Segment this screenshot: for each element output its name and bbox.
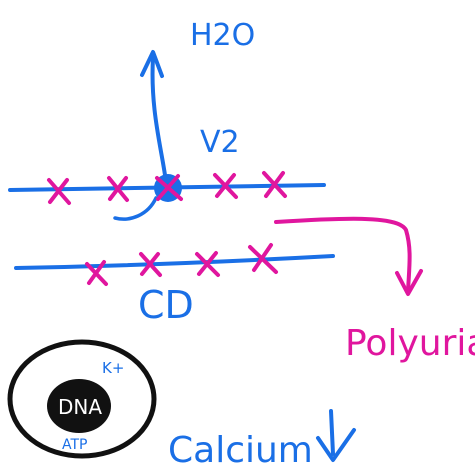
water-arrow-shaft: [153, 58, 166, 182]
calcium-down-arrow-shaft: [331, 411, 333, 454]
receptor-hook: [115, 198, 156, 219]
x-mark: [49, 180, 69, 203]
calcium-down-arrow-head: [318, 430, 354, 460]
calcium-label: Calcium: [168, 430, 313, 467]
potassium-label: K+: [102, 359, 124, 377]
receptor-label: V2: [200, 125, 240, 160]
polyuria-arrow-shaft: [276, 219, 410, 292]
lower-membrane-line: [16, 256, 333, 268]
nucleus-label: DNA: [58, 395, 102, 419]
atp-label: ATP: [62, 437, 87, 453]
water-label: H2O: [190, 18, 255, 53]
duct-label: CD: [138, 283, 194, 327]
polyuria-label: Polyuria: [345, 323, 475, 364]
